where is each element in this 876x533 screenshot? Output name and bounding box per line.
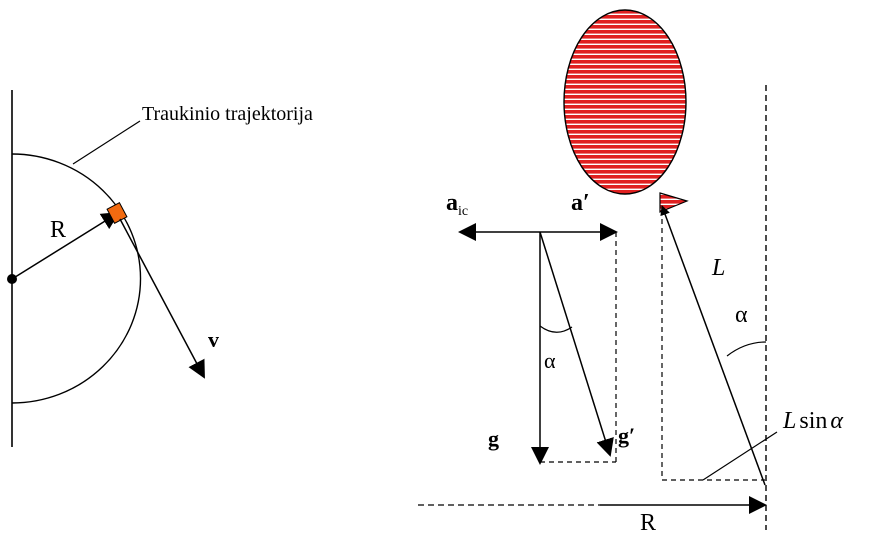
- alpha-arc-left: [539, 325, 573, 333]
- a-ic-label: aic: [446, 190, 468, 219]
- trajectory-arc: [11, 153, 142, 404]
- velocity-arrow: [119, 218, 205, 379]
- g-prime-label: g′: [618, 423, 635, 448]
- alpha-left-label: α: [544, 348, 556, 373]
- lsin-leader-line: [702, 431, 778, 481]
- left-diagram: Traukinio trajektorija R v: [7, 90, 313, 447]
- L-label: L: [711, 255, 725, 281]
- g-label: g: [488, 426, 499, 451]
- train-icon: [106, 201, 128, 225]
- g-prime-arrow: [539, 231, 614, 457]
- balloon-string: [660, 205, 766, 486]
- radius-label: R: [50, 217, 66, 243]
- alpha-right-label: α: [735, 302, 748, 328]
- balloon-body: [563, 9, 687, 195]
- trajectory-leader-line: [72, 120, 141, 165]
- acceleration-diagram: [458, 223, 618, 465]
- a-prime-label: a′: [571, 190, 590, 216]
- balloon-knot: [659, 192, 689, 213]
- radius-label-bottom: R: [640, 510, 656, 533]
- alpha-arc-right: [726, 341, 767, 357]
- trajectory-label: Traukinio trajektorija: [142, 103, 313, 125]
- balloon: [563, 9, 689, 213]
- radius-arrow: [11, 211, 120, 280]
- velocity-label: v: [208, 327, 219, 352]
